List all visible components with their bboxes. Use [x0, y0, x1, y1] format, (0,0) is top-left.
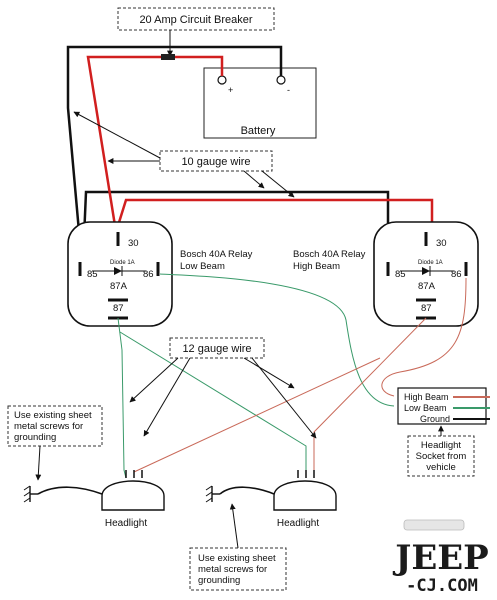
- battery-label: Battery: [241, 125, 276, 137]
- breaker-label: 20 Amp Circuit Breaker: [139, 14, 252, 26]
- ground-note-left-3: grounding: [14, 432, 56, 443]
- relay2-pin85: 85: [395, 269, 406, 280]
- relay1-pin85: 85: [87, 269, 98, 280]
- relay1-pin87a: 87A: [110, 281, 128, 292]
- wire12-pointer-1: [129, 357, 179, 403]
- wire12-pointer-2: [143, 357, 191, 437]
- ground-symbol-right: [205, 485, 220, 503]
- jeep-cj-logo: JEEP -CJ.COM: [392, 519, 489, 596]
- wire10-label-box: [159, 150, 273, 172]
- socket-note-3: vehicle: [426, 462, 456, 473]
- wire10-label: 10 gauge wire: [181, 156, 250, 168]
- socket-ground-label: Ground: [420, 414, 450, 424]
- wire10-pointer-1: [73, 111, 161, 159]
- logo-sub: -CJ.COM: [406, 576, 478, 596]
- socket-note-2: Socket from: [416, 451, 467, 462]
- breaker-label-box: [117, 7, 275, 31]
- relay2-pin87: 87: [421, 303, 432, 314]
- battery-negative-terminal: [276, 75, 286, 85]
- relay-low-beam: [67, 221, 173, 327]
- headlight-left-ground: [37, 486, 103, 495]
- relay2-title-2: High Beam: [293, 261, 340, 272]
- ground-note-bottom-1: Use existing sheet: [198, 553, 276, 564]
- high-beam-out-left: [133, 357, 381, 478]
- relay2-pin86: 86: [451, 269, 462, 280]
- high-beam-signal-wire: [381, 277, 467, 397]
- ground-wire-bus: [82, 190, 390, 243]
- headlight-right-ground: [219, 486, 275, 495]
- battery-positive-terminal: [217, 75, 227, 85]
- relay-high-beam: [373, 221, 479, 327]
- headlight-left: [101, 470, 165, 511]
- relay1-pin30: 30: [128, 238, 139, 249]
- socket-note-box: [407, 435, 475, 477]
- relay2-title-1: Bosch 40A Relay: [293, 249, 366, 260]
- relay1-diode: Diode 1A: [110, 260, 135, 266]
- wire12-pointer-4: [251, 357, 317, 439]
- low-beam-signal-wire: [159, 273, 395, 407]
- relay1-title-2: Low Beam: [180, 261, 225, 272]
- ground-note-left-pointer: [35, 445, 42, 481]
- headlight-left-label: Headlight: [105, 518, 147, 529]
- ground-note-left-1: Use existing sheet: [14, 410, 92, 421]
- relay1-pin87: 87: [113, 303, 124, 314]
- ground-note-bottom-2: metal screws for: [198, 564, 267, 575]
- socket-note-1: Headlight: [421, 440, 461, 451]
- battery-plus-label: +: [228, 85, 233, 95]
- headlight-right-label: Headlight: [277, 518, 319, 529]
- wire10-pointer-3: [243, 170, 265, 189]
- wire10-pointer-4: [261, 170, 295, 198]
- socket-high-label: High Beam: [404, 392, 449, 402]
- logo-grille: [403, 519, 465, 531]
- circuit-breaker: [161, 54, 175, 60]
- relay2-pin30: 30: [436, 238, 447, 249]
- logo-main: JEEP: [392, 538, 488, 578]
- relay1-pin86: 86: [143, 269, 154, 280]
- ground-symbol-left: [23, 485, 38, 503]
- wire12-pointer-3: [243, 357, 295, 389]
- low-beam-out-right: [119, 331, 307, 478]
- wire12-label-box: [169, 337, 265, 359]
- headlight-right: [273, 470, 337, 511]
- ground-note-left-2: metal screws for: [14, 421, 83, 432]
- low-beam-out-left: [117, 317, 127, 479]
- wire12-label: 12 gauge wire: [182, 343, 251, 355]
- power-wire-bus: [114, 198, 434, 233]
- relay2-diode: Diode 1A: [418, 260, 443, 266]
- ground-note-bottom-box: [189, 547, 287, 591]
- ground-note-left-box: [7, 405, 103, 447]
- ground-wire-main: [66, 45, 283, 244]
- ground-note-bottom-pointer: [229, 503, 239, 549]
- relay2-pin87a: 87A: [418, 281, 436, 292]
- relay1-title-1: Bosch 40A Relay: [180, 249, 253, 260]
- battery-minus-label: -: [287, 85, 290, 95]
- power-wire-main: [86, 55, 224, 233]
- socket-low-label: Low Beam: [404, 403, 447, 413]
- ground-note-bottom-3: grounding: [198, 575, 240, 586]
